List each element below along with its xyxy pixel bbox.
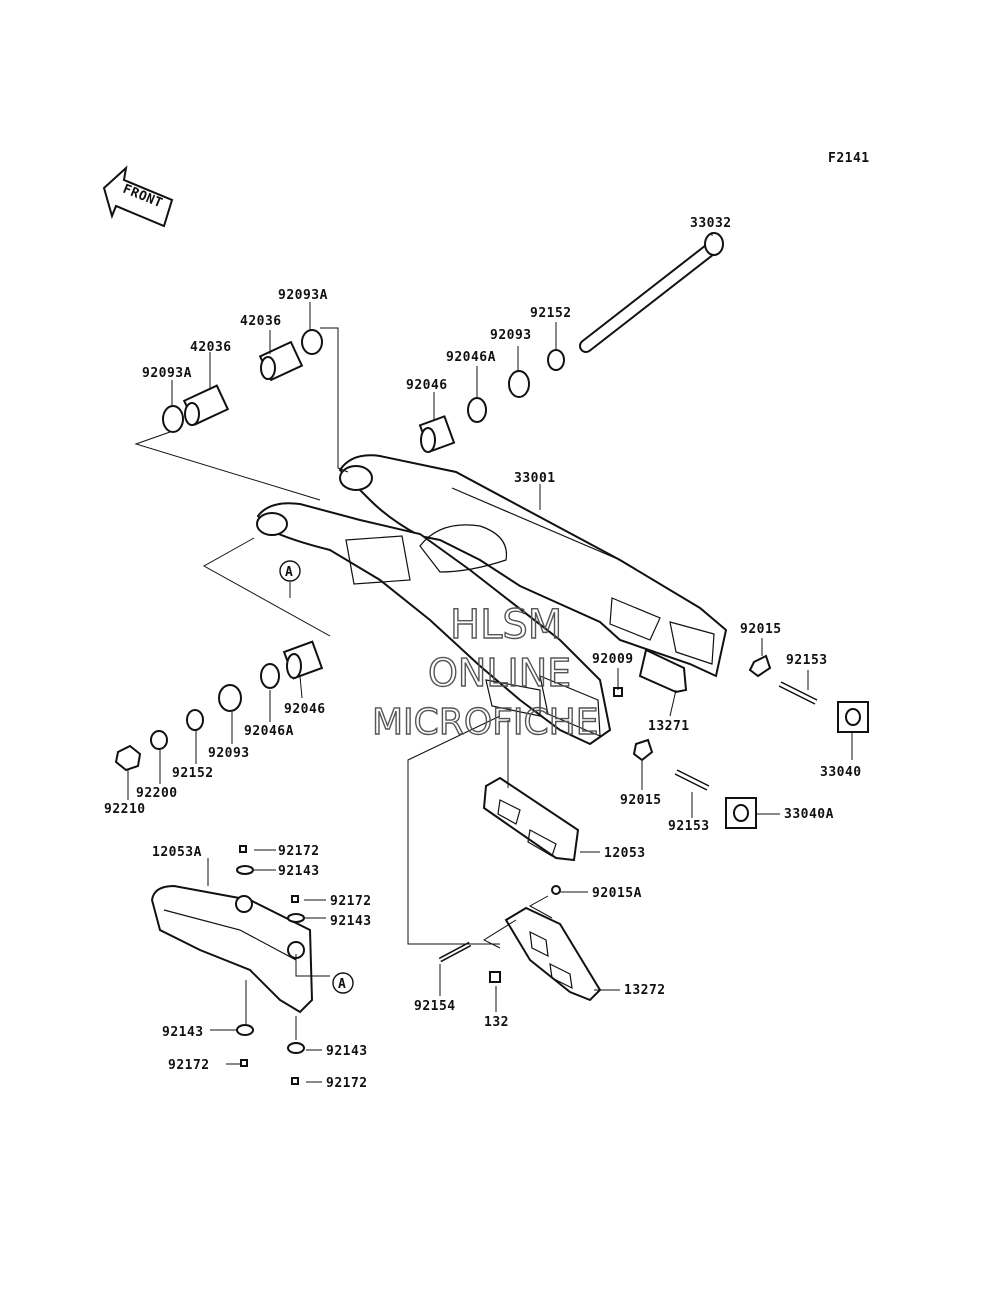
washer-92152-top: [547, 349, 565, 371]
label-33032: 33032: [690, 216, 732, 231]
watermark-line2: ONLINE: [428, 651, 571, 695]
washer-92143-c: [236, 1024, 254, 1036]
label-92046A-top: 92046A: [446, 350, 496, 365]
ref-marker-a-upper: A: [279, 560, 301, 582]
label-92152-top: 92152: [530, 306, 572, 321]
screw-132: [489, 971, 501, 983]
block-33040A: [725, 797, 757, 829]
block-33040: [837, 701, 869, 733]
label-132: 132: [484, 1015, 509, 1030]
label-92093A-left: 92093A: [142, 366, 192, 381]
bearing-92046-top: [418, 415, 456, 453]
swingarm-33001: [256, 454, 728, 746]
label-92093-left: 92093: [208, 746, 250, 761]
bolt-92015A: [551, 885, 561, 895]
label-12053: 12053: [604, 846, 646, 861]
label-92093-top: 92093: [490, 328, 532, 343]
collar-42036-top: [258, 340, 304, 382]
label-33040: 33040: [820, 765, 862, 780]
label-92152-left: 92152: [172, 766, 214, 781]
label-92200: 92200: [136, 786, 178, 801]
seal-92093A-top: [301, 329, 323, 355]
pivot-shaft-33032: [579, 232, 724, 353]
collar-42036-left: [182, 384, 230, 426]
label-92015-mid: 92015: [620, 793, 662, 808]
seal-92046A-left: [260, 663, 280, 689]
washer-92143-a: [236, 865, 254, 875]
front-arrow-icon: FRONT: [102, 165, 174, 228]
washer-92143-b: [287, 913, 305, 923]
label-13272: 13272: [624, 983, 666, 998]
label-42036-a: 42036: [240, 314, 282, 329]
label-92046-top: 92046: [406, 378, 448, 393]
svg-text:A: A: [285, 565, 293, 580]
label-12053A: 12053A: [152, 845, 202, 860]
label-92172-d: 92172: [326, 1076, 368, 1091]
label-92153-right: 92153: [786, 653, 828, 668]
label-92015-right: 92015: [740, 622, 782, 637]
adjuster-plate-13271: [638, 648, 688, 694]
screw-92172-c: [240, 1059, 248, 1067]
washer-92200: [150, 730, 168, 750]
washer-92143-d: [287, 1042, 305, 1054]
chain-guide-13272: [504, 906, 602, 1002]
label-92046-left: 92046: [284, 702, 326, 717]
label-92172-a: 92172: [278, 844, 320, 859]
label-33001: 33001: [514, 471, 556, 486]
label-92154: 92154: [414, 999, 456, 1014]
label-92172-b: 92172: [330, 894, 372, 909]
svg-text:A: A: [338, 977, 346, 992]
seal-92046A-top: [467, 397, 487, 423]
label-92153-mid: 92153: [668, 819, 710, 834]
label-92009: 92009: [592, 652, 634, 667]
chain-slider-12053A: [150, 884, 314, 1014]
screw-92172-d: [291, 1077, 299, 1085]
figure-code: F2141: [828, 151, 870, 166]
label-92143-a: 92143: [278, 864, 320, 879]
part-labels: 33032 92093A 42036 42036 92093A 92152 92…: [104, 216, 862, 1091]
label-13271: 13271: [648, 719, 690, 734]
seal-92093-left: [218, 684, 242, 712]
leader-lines: [127, 232, 853, 1083]
watermark-line3: MICROFICHE: [372, 702, 598, 743]
seal-92093A-left: [162, 405, 184, 433]
label-92093A-top: 92093A: [278, 288, 328, 303]
bearing-92046-left: [282, 640, 324, 680]
label-92143-b: 92143: [330, 914, 372, 929]
label-92015A: 92015A: [592, 886, 642, 901]
watermark: HLSM ONLINE MICROFICHE: [371, 601, 599, 743]
label-92210: 92210: [104, 802, 146, 817]
label-92172-c: 92172: [168, 1058, 210, 1073]
seal-92093-top: [508, 370, 530, 398]
nut-92015-right: [748, 654, 772, 678]
ref-marker-a-lower: A: [332, 972, 354, 994]
label-33040A: 33040A: [784, 807, 834, 822]
watermark-line1: HLSM: [450, 602, 562, 648]
screw-92172-b: [291, 895, 299, 903]
label-42036-b: 42036: [190, 340, 232, 355]
label-92143-d: 92143: [326, 1044, 368, 1059]
nut-92015-mid: [632, 738, 654, 762]
label-92143-c: 92143: [162, 1025, 204, 1040]
screw-92172-a: [239, 845, 247, 853]
label-92046A-left: 92046A: [244, 724, 294, 739]
nut-92210: [114, 744, 142, 772]
washer-92152-left: [186, 709, 204, 731]
chain-guide-12053: [482, 776, 580, 862]
